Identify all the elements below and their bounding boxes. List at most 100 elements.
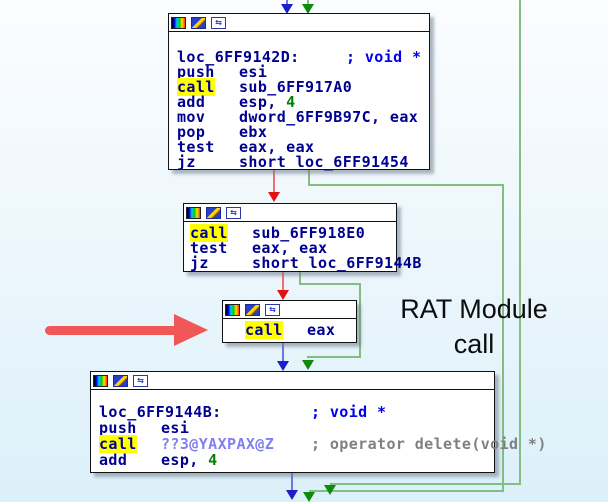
color-palette-icon[interactable] <box>186 206 201 219</box>
red-annotation-arrow-head <box>174 314 208 346</box>
operand: esp, <box>239 93 287 111</box>
asm-line[interactable]: mov dword_6FF9B97C, eax <box>177 110 429 125</box>
edge-arrow-blue-entry <box>281 4 293 14</box>
mnemonic: call <box>99 435 161 453</box>
highlighted-mnemonic: call <box>177 78 215 96</box>
mnemonic: mov <box>177 108 206 126</box>
asm-line[interactable]: test eax, eax <box>190 241 396 256</box>
asm-line[interactable]: add esp, 4 <box>99 452 494 468</box>
basic-block-loc-6FF9144B[interactable]: ⇆ loc_6FF9144B: ; void * push esi call ??3@… <box>90 371 546 473</box>
mnemonic: push <box>177 63 215 81</box>
comment: ; operator delete(void *) <box>311 435 547 453</box>
asm-line[interactable]: test eax, eax <box>177 140 429 155</box>
asm-line[interactable]: pop ebx <box>177 125 429 140</box>
mnemonic: push <box>99 419 137 437</box>
basic-block-loc-6FF9142D[interactable]: ⇆ loc_6FF9142D: ; void * push esi call sub_… <box>168 13 430 170</box>
edit-pencil-icon[interactable] <box>191 16 206 29</box>
color-palette-icon[interactable] <box>171 16 186 29</box>
operand: eax, eax <box>252 239 328 257</box>
operand: esi <box>161 419 190 437</box>
edge-seg-red-1 <box>273 170 275 193</box>
edit-pencil-icon[interactable] <box>113 374 128 387</box>
node-title-bar[interactable]: ⇆ <box>91 372 494 390</box>
edge-seg-greenB-1 <box>519 0 521 485</box>
edge-seg-greenC-2 <box>299 283 361 285</box>
asm-line[interactable]: call ??3@YAXPAX@Z ; operator delete(void *… <box>99 435 546 453</box>
rat-module-call-note: RAT Module call <box>400 294 548 359</box>
edge-seg-greenC-3 <box>359 283 361 358</box>
edge-arrow-greenC <box>302 360 314 370</box>
mnemonic: jz <box>190 254 209 272</box>
edge-seg-greenC-4 <box>307 356 361 358</box>
operand: esp, <box>161 451 209 469</box>
operand-number: 4 <box>208 451 218 469</box>
group-node-icon[interactable]: ⇆ <box>133 374 148 387</box>
node-title-bar[interactable]: ⇆ <box>223 301 356 319</box>
asm-line[interactable]: add esp, 4 <box>177 95 429 110</box>
operand: esi <box>239 63 268 81</box>
operand: short loc_6FF9144B <box>252 254 422 272</box>
edge-arrow-greenA <box>303 492 315 502</box>
asm-line[interactable]: jz short loc_6FF9144B <box>190 254 421 272</box>
import-name: ??3@YAXPAX@Z <box>161 435 275 453</box>
highlighted-mnemonic: call <box>99 435 137 453</box>
mnemonic: add <box>177 93 206 111</box>
color-palette-icon[interactable] <box>225 303 240 316</box>
label: loc_6FF9142D: <box>177 48 300 66</box>
edge-seg-green-entry <box>307 0 309 5</box>
edge-arrow-green-entry <box>302 4 314 14</box>
mnemonic: test <box>177 138 215 156</box>
edge-seg-greenB-2 <box>330 483 521 485</box>
basic-block-call-eax[interactable]: ⇆ call eax <box>222 300 357 343</box>
node-title-bar[interactable]: ⇆ <box>169 14 429 32</box>
group-node-icon[interactable]: ⇆ <box>226 206 241 219</box>
edge-seg-greenA-3 <box>502 184 504 492</box>
operand: ebx <box>239 123 268 141</box>
edge-seg-greenA-2 <box>308 184 504 186</box>
edge-seg-greenA-4 <box>309 490 504 492</box>
mnemonic: pop <box>177 123 206 141</box>
asm-line[interactable]: loc_6FF9142D: ; void * <box>177 50 429 65</box>
comment: ; void * <box>311 403 387 421</box>
operand: eax <box>307 321 336 339</box>
group-node-icon[interactable]: ⇆ <box>211 16 226 29</box>
edge-seg-greenC-1 <box>299 272 301 285</box>
asm-line[interactable]: call eax <box>245 321 356 339</box>
highlighted-mnemonic: call <box>245 321 283 339</box>
operand: eax, eax <box>239 138 315 156</box>
mnemonic: add <box>99 451 128 469</box>
asm-line[interactable]: push esi <box>177 65 429 80</box>
color-palette-icon[interactable] <box>93 374 108 387</box>
red-annotation-arrow <box>45 314 209 346</box>
red-annotation-arrow-shaft <box>45 326 181 335</box>
edit-pencil-icon[interactable] <box>245 303 260 316</box>
edge-seg-blue-3 <box>291 473 293 491</box>
mnemonic: call <box>177 78 239 96</box>
node-title-bar[interactable]: ⇆ <box>184 204 396 222</box>
edit-pencil-icon[interactable] <box>206 206 221 219</box>
edge-arrow-blue-3 <box>286 490 298 500</box>
highlighted-mnemonic: call <box>190 224 228 242</box>
asm-line[interactable]: call sub_6FF917A0 <box>177 78 429 96</box>
mnemonic: jz <box>177 153 196 171</box>
mnemonic: test <box>190 239 228 257</box>
edge-seg-blue-entry <box>286 0 288 5</box>
edge-arrow-blue-2 <box>277 361 289 371</box>
asm-line[interactable]: call sub_6FF918E0 <box>190 224 396 242</box>
operand-number: 4 <box>286 93 296 111</box>
group-node-icon[interactable]: ⇆ <box>265 303 280 316</box>
asm-line[interactable]: push esi <box>99 420 494 436</box>
operand: dword_6FF9B97C, eax <box>239 108 419 126</box>
edge-arrow-greenB <box>324 485 336 495</box>
basic-block-call-sub-6FF918E0[interactable]: ⇆ call sub_6FF918E0 test eax, eax jz short … <box>183 203 421 272</box>
comment: ; void * <box>346 48 422 66</box>
label: loc_6FF9144B: <box>99 403 222 421</box>
operand: sub_6FF918E0 <box>252 224 366 242</box>
edge-seg-red-2 <box>282 272 284 291</box>
mnemonic: call <box>190 224 252 242</box>
asm-line[interactable]: loc_6FF9144B: ; void * <box>99 404 494 420</box>
mnemonic: call <box>245 321 307 339</box>
operand: sub_6FF917A0 <box>239 78 353 96</box>
